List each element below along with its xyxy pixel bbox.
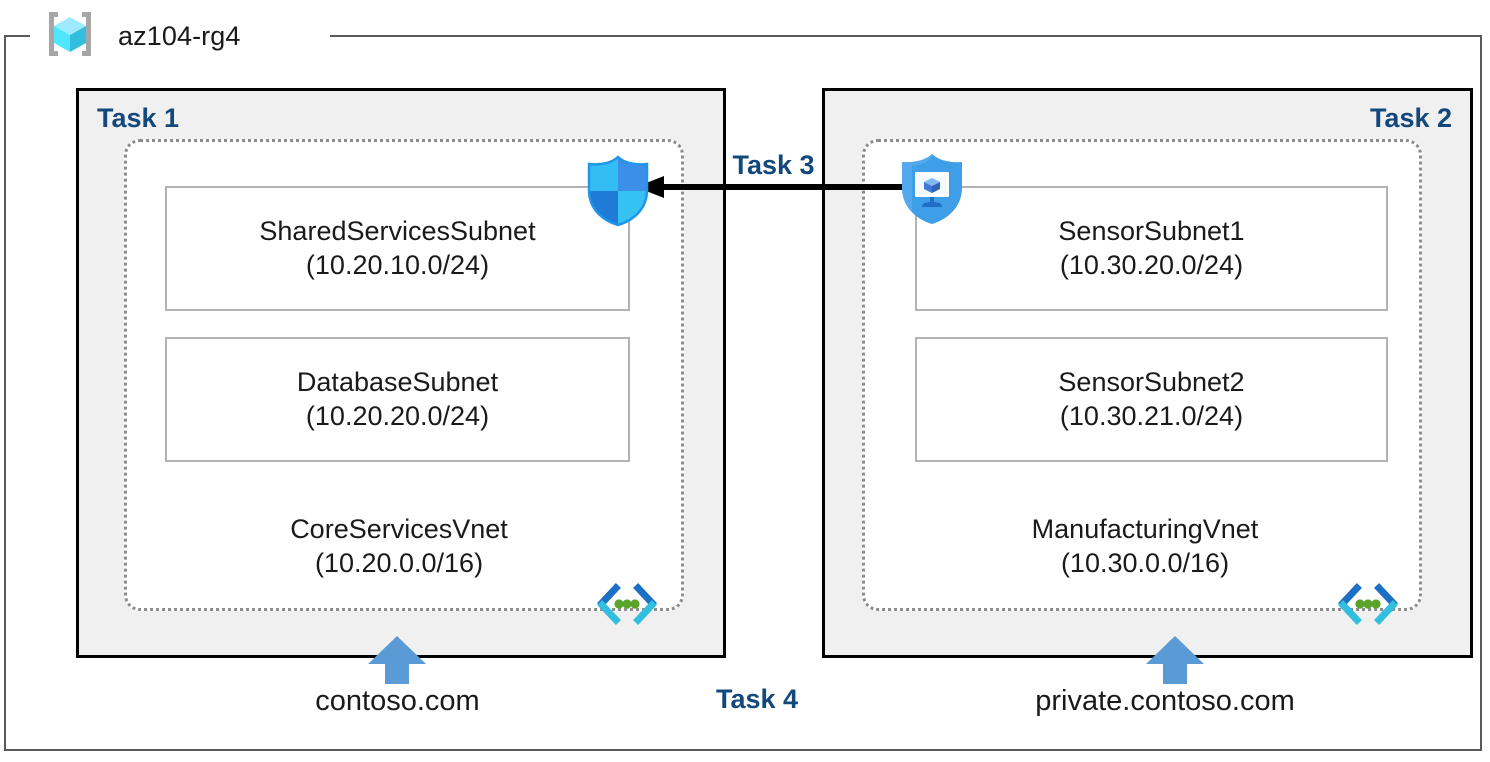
dns-zone-private-contoso: private.contoso.com [1035, 685, 1295, 717]
dns-up-arrow-icon [368, 636, 426, 684]
subnet-name: SensorSubnet2 [1058, 366, 1245, 397]
network-security-shield-icon [584, 155, 652, 227]
vnet-name: CoreServicesVnet [290, 514, 508, 544]
vnet-cidr: (10.30.0.0/16) [1060, 547, 1230, 578]
subnet-shared-services: SharedServicesSubnet (10.20.10.0/24) [165, 186, 630, 311]
task-4-label: Task 4 [716, 684, 799, 714]
subnet-name: DatabaseSubnet [296, 366, 499, 397]
task-3-label: Task 3 [726, 148, 821, 183]
resource-group-frame [4, 35, 1482, 751]
subnet-database: DatabaseSubnet (10.20.20.0/24) [165, 337, 630, 462]
vnet-cidr: (10.20.0.0/16) [314, 547, 484, 578]
resource-group-name: az104-rg4 [112, 20, 247, 52]
vnet-manufacturing-caption: ManufacturingVnet (10.30.0.0/16) [905, 513, 1385, 581]
subnet-sensor-1: SensorSubnet1 (10.30.20.0/24) [915, 186, 1388, 311]
vnet-core-services-caption: CoreServicesVnet (10.20.0.0/16) [164, 513, 634, 581]
vnet-peering-arrow [636, 172, 914, 202]
virtual-network-icon [1337, 583, 1399, 625]
subnet-cidr: (10.30.21.0/24) [1059, 400, 1244, 431]
dns-up-arrow-icon [1146, 636, 1204, 684]
dns-zone-contoso: contoso.com [315, 685, 480, 717]
subnet-sensor-2: SensorSubnet2 (10.30.21.0/24) [915, 337, 1388, 462]
subnet-cidr: (10.20.20.0/24) [305, 400, 490, 431]
resource-group-title: az104-rg4 [42, 8, 247, 64]
subnet-name: SharedServicesSubnet [259, 215, 536, 246]
subnet-cidr: (10.20.10.0/24) [305, 249, 490, 280]
subnet-name: SensorSubnet1 [1058, 215, 1245, 246]
private-endpoint-shield-icon [897, 152, 967, 226]
task-1-label: Task 1 [97, 103, 180, 133]
vnet-name: ManufacturingVnet [1031, 514, 1259, 544]
task-2-label: Task 2 [1369, 103, 1452, 133]
resource-group-cube-icon [42, 9, 98, 64]
subnet-cidr: (10.30.20.0/24) [1059, 249, 1244, 280]
virtual-network-icon [596, 583, 658, 625]
